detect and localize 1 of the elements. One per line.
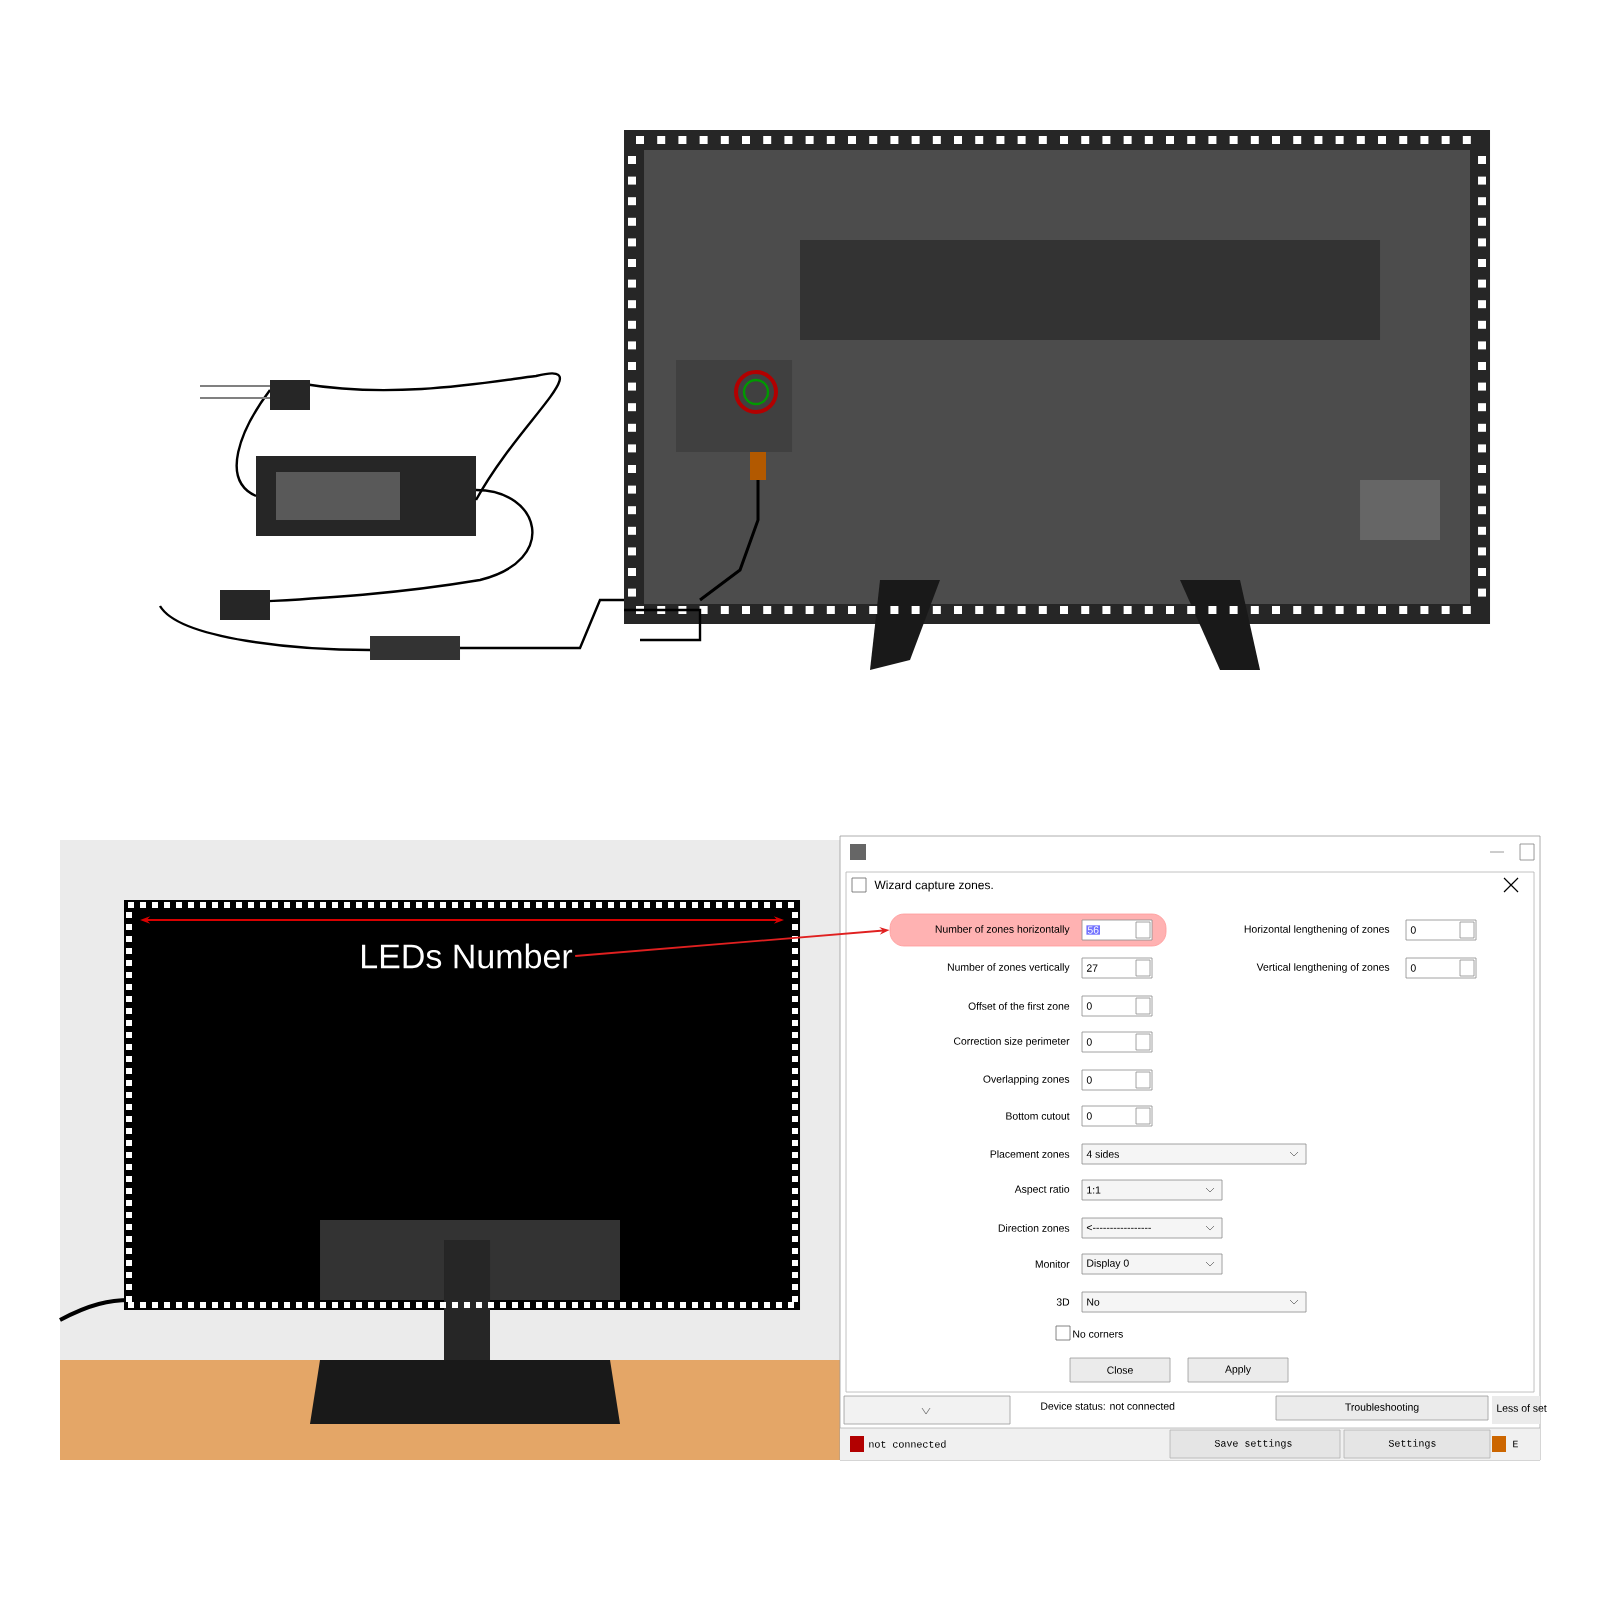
callout-text: LEDs Number [362, 943, 573, 969]
